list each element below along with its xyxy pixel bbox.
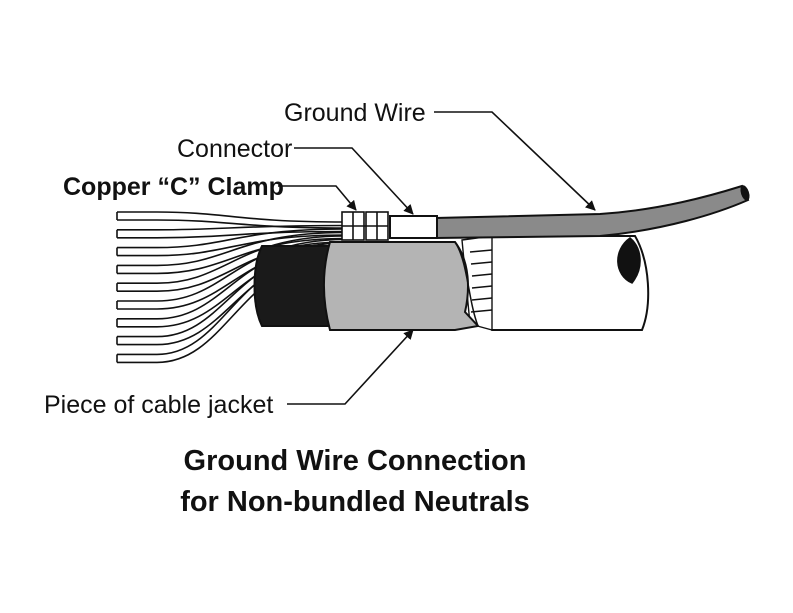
cable-insulation xyxy=(253,245,341,327)
neutral-strand-line xyxy=(117,237,346,275)
neutral-strand-line xyxy=(117,238,346,302)
clamp-leader xyxy=(278,185,357,211)
copper-c-clamp-label: Copper “C” Clamp xyxy=(63,173,284,201)
neutral-strand-line xyxy=(117,241,346,292)
ground-wire-end xyxy=(740,185,750,201)
copper-c-clamp xyxy=(341,211,389,241)
neutral-strand-line xyxy=(117,231,346,267)
ground-wire xyxy=(434,184,750,240)
jacket-fold-line xyxy=(454,241,479,327)
neutral-strand-line xyxy=(117,219,346,229)
cable-jacket-label: Piece of cable jacket xyxy=(44,391,273,419)
neutral-strand-line xyxy=(117,234,346,257)
connector xyxy=(389,215,438,239)
neutral-strand-line xyxy=(117,211,346,223)
cable-jacket-leader xyxy=(287,329,414,405)
neutral-strand-line xyxy=(117,224,346,231)
cable-jacket-piece xyxy=(323,241,480,331)
neutral-strand-line xyxy=(117,230,346,239)
ground-wire-label: Ground Wire xyxy=(284,99,426,127)
neutral-strand-line xyxy=(117,235,346,284)
caption-line-2: for Non-bundled Neutrals xyxy=(180,486,530,518)
cable-body xyxy=(480,235,650,331)
caption-line-1: Ground Wire Connection xyxy=(184,445,527,477)
connector-leader xyxy=(294,147,414,215)
ground-wire-leader xyxy=(434,111,596,211)
neutral-strand-line xyxy=(117,228,346,249)
connector-label: Connector xyxy=(177,135,292,163)
